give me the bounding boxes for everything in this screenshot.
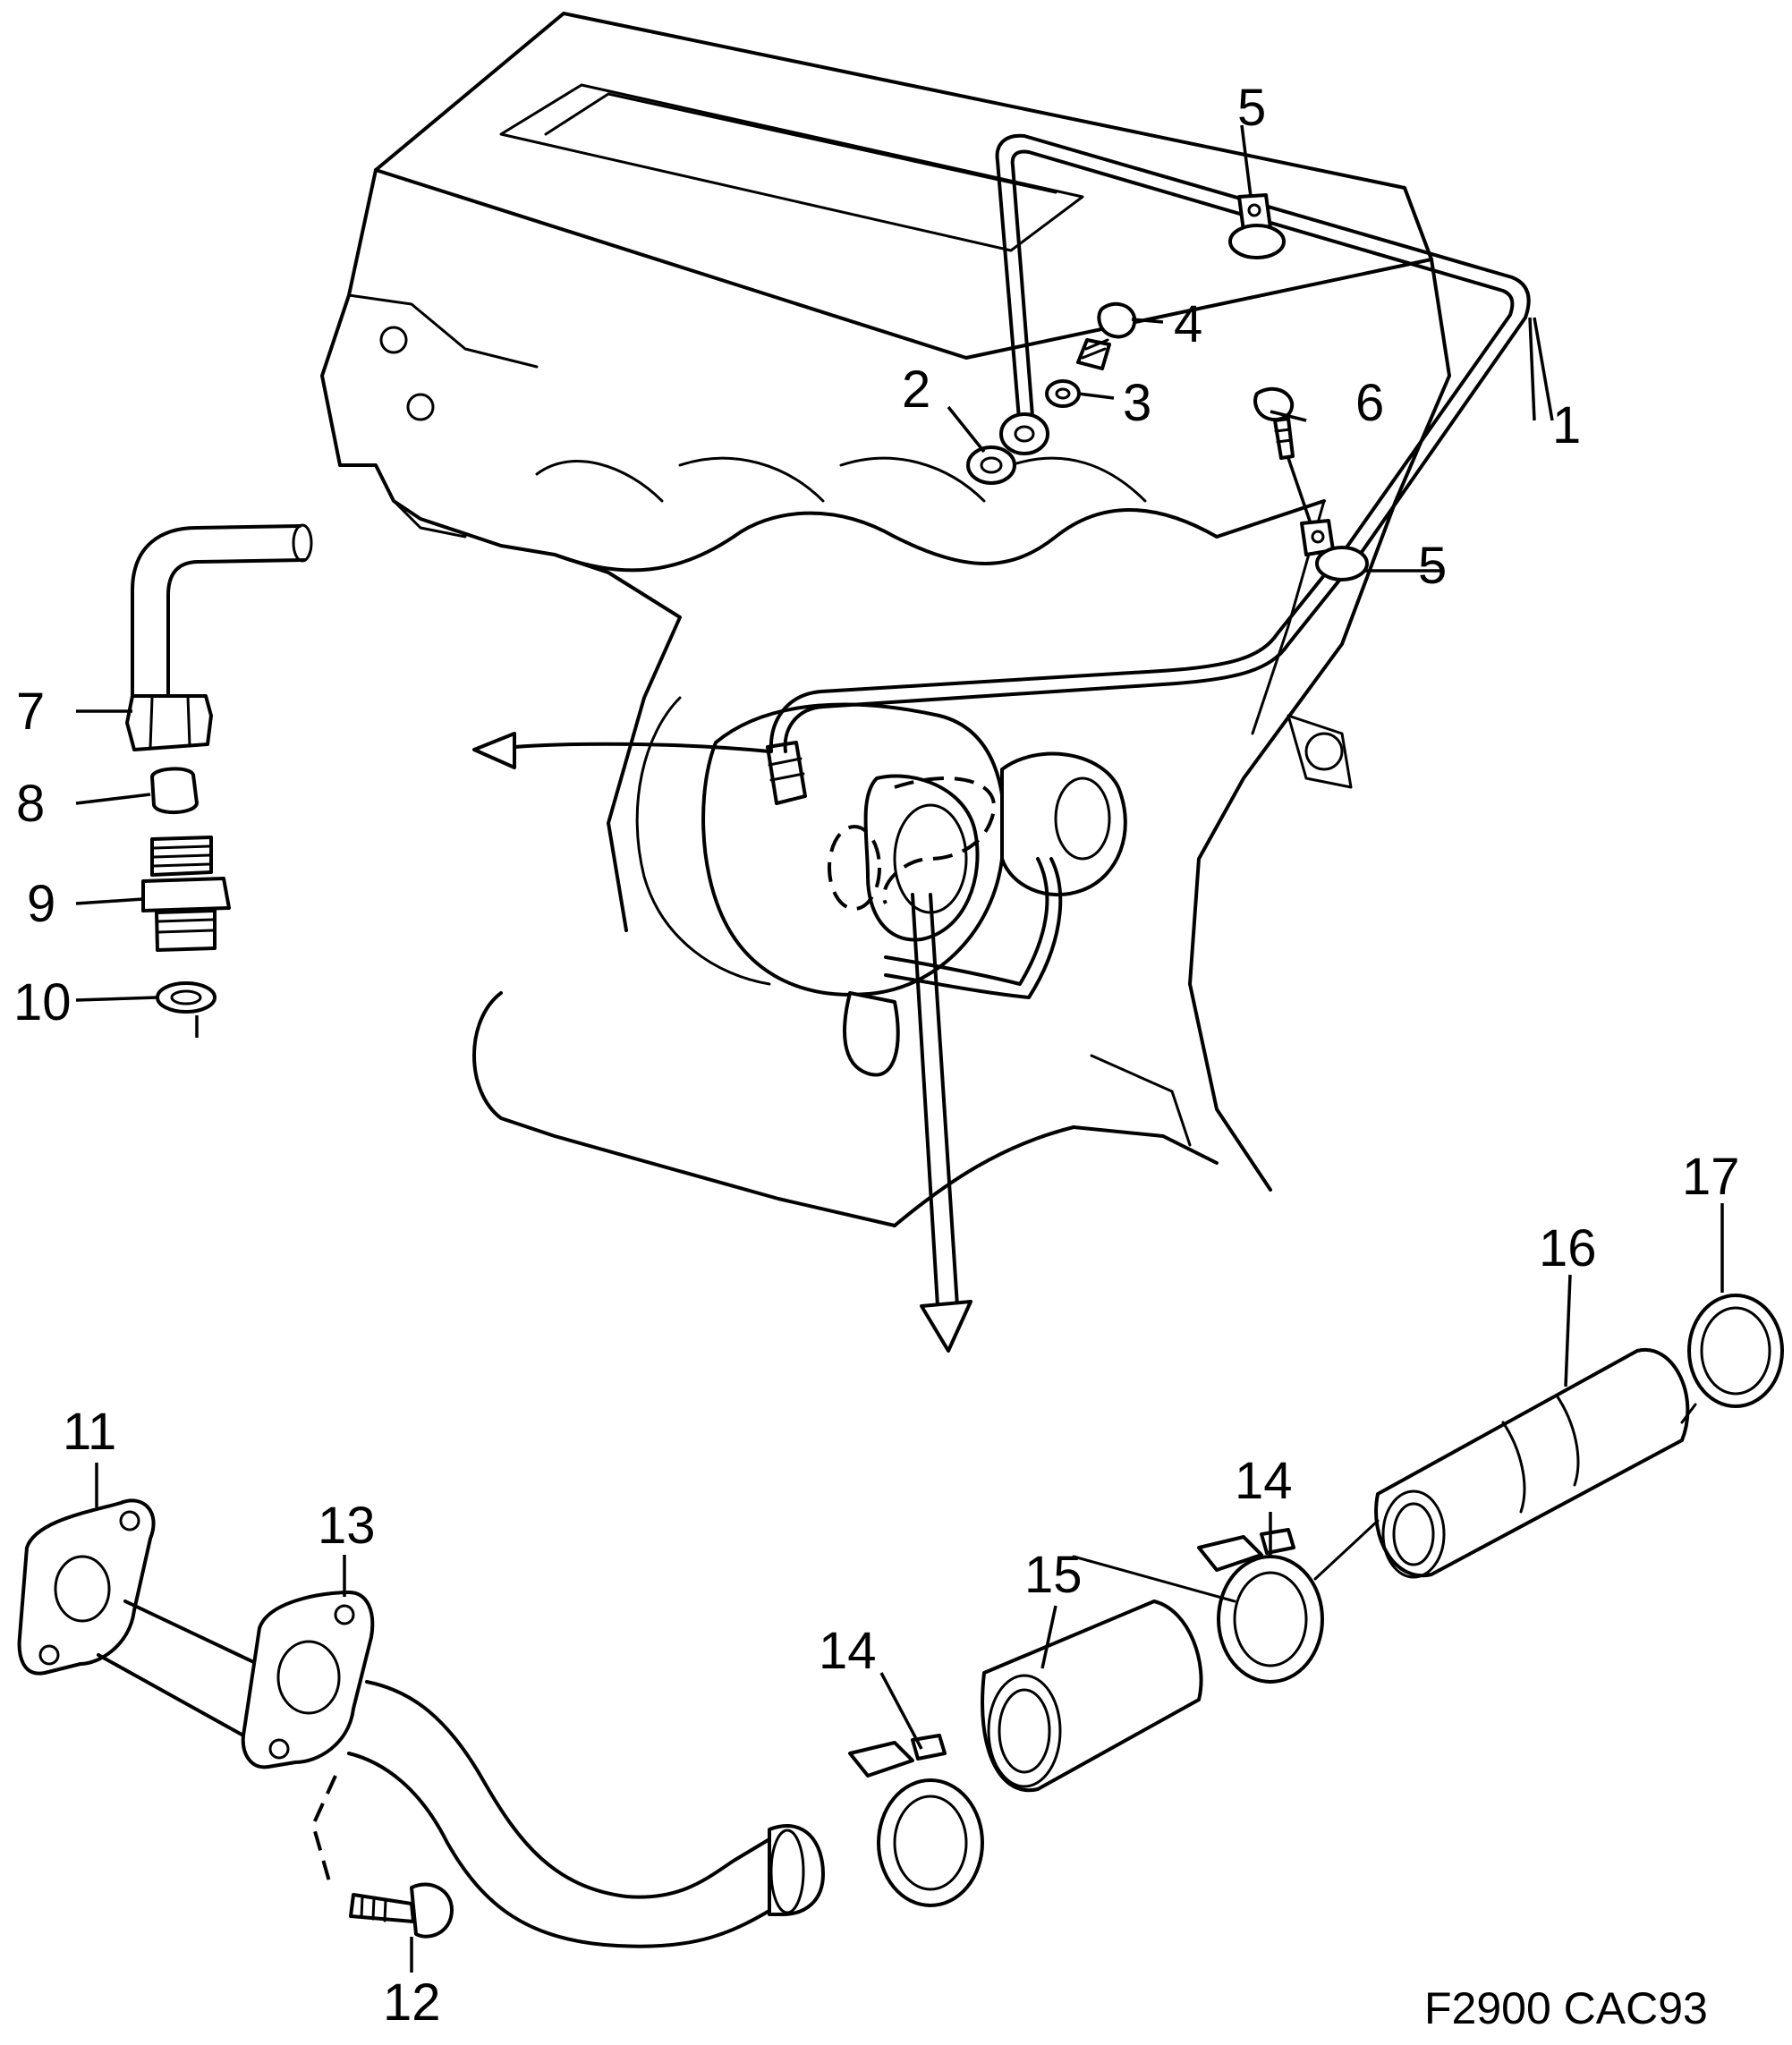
callout-6: 6 [1355, 374, 1384, 432]
banjo-fitting[interactable] [999, 412, 1049, 455]
callout-7: 7 [16, 683, 45, 741]
callouts: 1 2 3 4 5 5 6 7 8 9 10 11 12 13 14 14 15… [13, 79, 1740, 2032]
callout-4: 4 [1174, 295, 1202, 353]
oil-hose-bend[interactable] [131, 523, 313, 700]
slip-joint-pipe[interactable] [1374, 1347, 1690, 1579]
sealing-washer[interactable] [156, 981, 217, 1014]
sealing-washer-upper[interactable] [1045, 379, 1081, 408]
callout-8: 8 [16, 775, 45, 833]
clip-bolt[interactable] [1253, 386, 1317, 538]
callout-10: 10 [13, 973, 72, 1031]
flow-arrows [472, 732, 972, 1353]
callout-14-left: 14 [819, 1622, 877, 1680]
pipe-clip-upper[interactable] [1228, 193, 1286, 259]
callout-16: 16 [1539, 1219, 1597, 1277]
hose-clamp-left[interactable] [848, 1734, 984, 1907]
flange-bolt[interactable] [310, 1775, 454, 1939]
callout-14-right: 14 [1235, 1452, 1293, 1510]
callout-17: 17 [1682, 1148, 1740, 1206]
connecting-sleeve[interactable] [981, 1600, 1203, 1793]
adapter-fitting[interactable] [141, 836, 231, 952]
callout-5-upper: 5 [1237, 79, 1266, 137]
front-exhaust-pipe[interactable] [97, 1591, 825, 1948]
sealing-washer-lower[interactable] [966, 445, 1016, 485]
olive-ring[interactable] [150, 767, 199, 815]
callout-11: 11 [63, 1403, 116, 1461]
callout-15: 15 [1024, 1546, 1083, 1604]
callout-13: 13 [318, 1497, 376, 1555]
engine-outline [320, 12, 1451, 1227]
callout-3: 3 [1123, 374, 1151, 432]
turbocharger [635, 696, 1127, 1077]
oil-delivery-pipe[interactable] [769, 133, 1531, 753]
banjo-bolt[interactable] [1076, 301, 1137, 370]
gasket-flange[interactable] [17, 1498, 156, 1676]
o-ring[interactable] [1687, 1294, 1784, 1408]
callout-12: 12 [383, 1973, 441, 2032]
union-nut[interactable] [125, 694, 213, 751]
hose-clamp-right[interactable] [1197, 1528, 1324, 1684]
pipe-clip-lower[interactable] [1300, 519, 1369, 581]
callout-2: 2 [902, 361, 930, 419]
reference-code: F2900 CAC93 [1424, 1983, 1708, 2033]
callout-9: 9 [27, 875, 55, 933]
leader-lines [75, 124, 1724, 1973]
callout-1: 1 [1552, 396, 1581, 454]
callout-5-lower: 5 [1418, 537, 1447, 595]
